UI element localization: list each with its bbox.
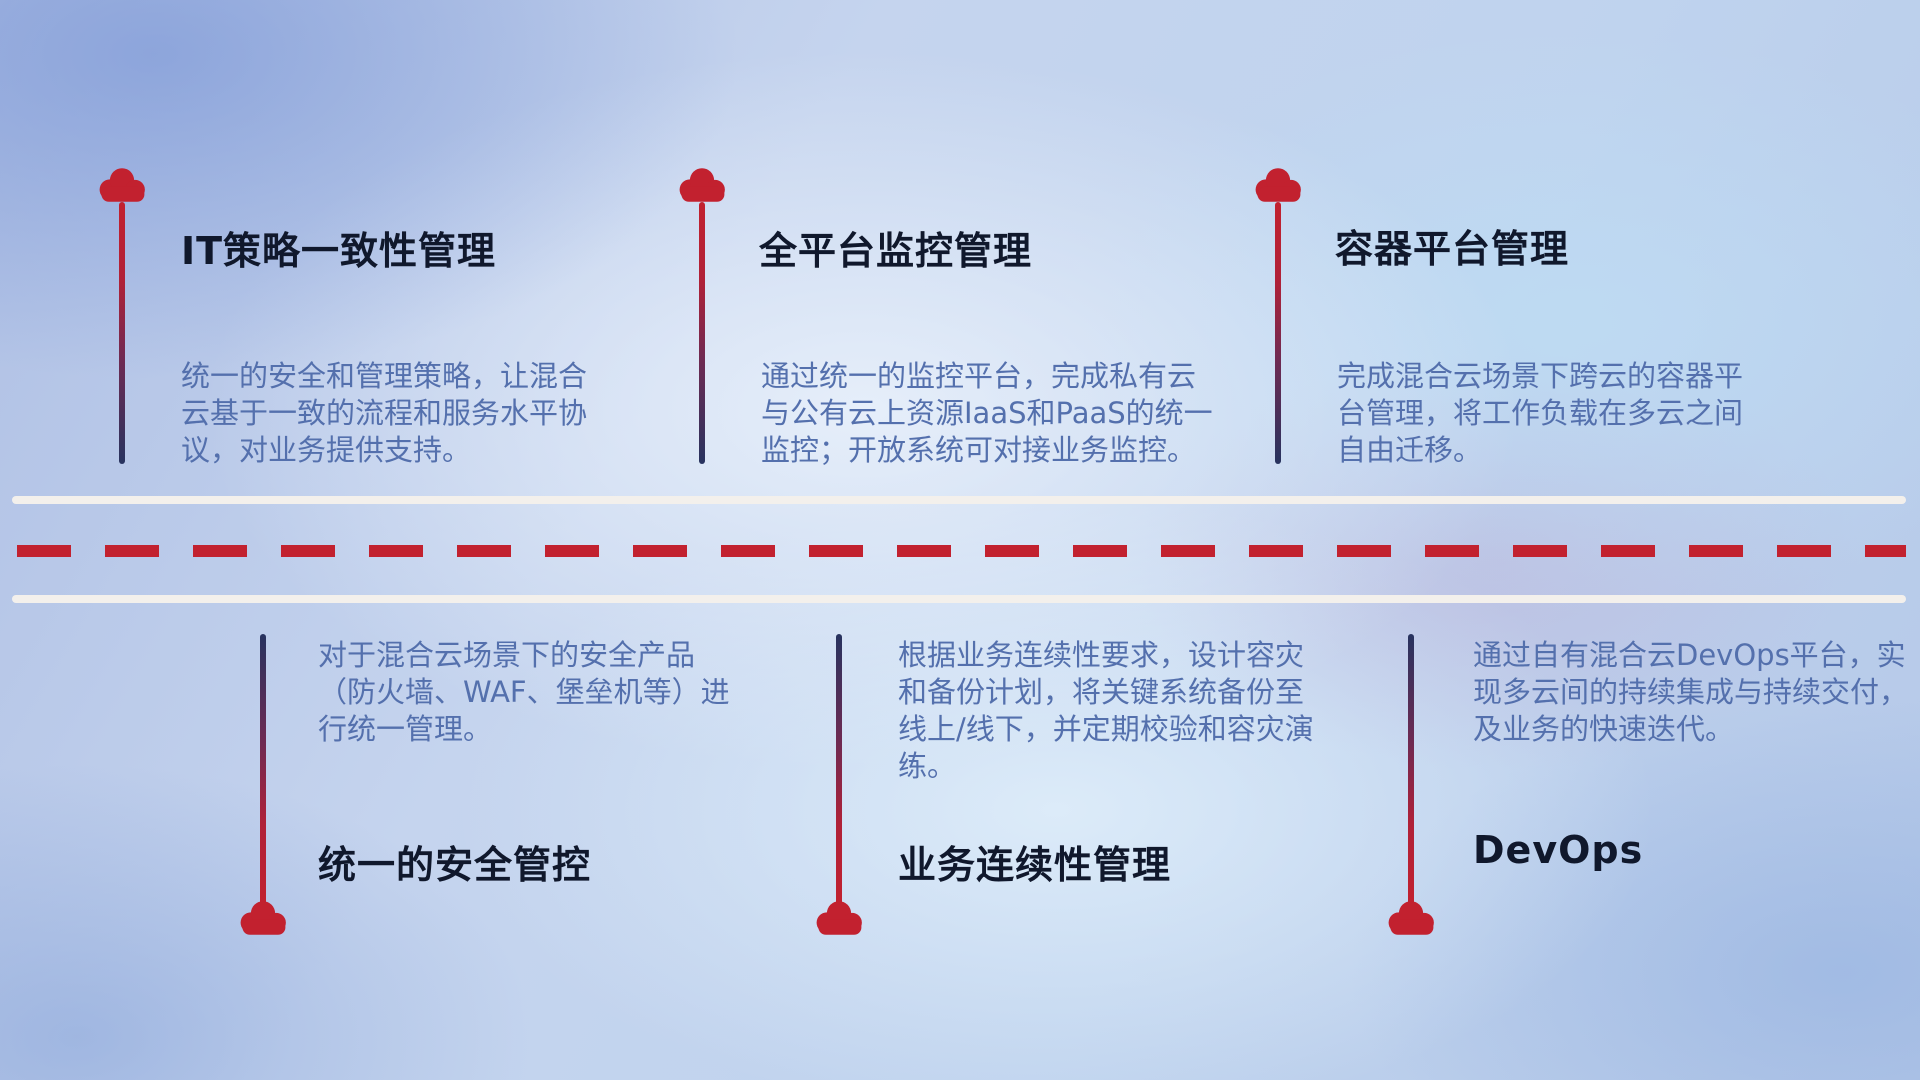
- feature-desc: 对于混合云场景下的安全产品（防火墙、WAF、堡垒机等）进行统一管理。: [318, 638, 730, 746]
- cloud-icon: [235, 898, 291, 938]
- connector-line: [699, 202, 705, 464]
- cloud-icon: [1383, 898, 1439, 938]
- cloud-icon: [674, 165, 730, 205]
- feature-desc: 根据业务连续性要求，设计容灾和备份计划，将关键系统备份至线上/线下，并定期校验和…: [898, 638, 1314, 783]
- connector-line: [119, 202, 125, 464]
- feature-title: DevOps: [1473, 828, 1644, 872]
- connector-line: [260, 634, 266, 906]
- feature-desc: 通过自有混合云DevOps平台，实现多云间的持续集成与持续交付，及业务的快速迭代…: [1473, 638, 1909, 746]
- feature-desc: 统一的安全和管理策略，让混合云基于一致的流程和服务水平协议，对业务提供支持。: [181, 359, 588, 467]
- cloud-icon: [94, 165, 150, 205]
- cloud-icon: [1250, 165, 1306, 205]
- road-dashed-center-line: [17, 545, 1906, 557]
- feature-title: 统一的安全管控: [318, 843, 592, 887]
- feature-title: 容器平台管理: [1335, 227, 1570, 271]
- feature-desc: 通过统一的监控平台，完成私有云与公有云上资源IaaS和PaaS的统一监控；开放系…: [761, 359, 1213, 467]
- cloud-icon: [811, 898, 867, 938]
- feature-title: 全平台监控管理: [759, 229, 1033, 273]
- connector-line: [1408, 634, 1414, 906]
- feature-title: 业务连续性管理: [898, 843, 1172, 887]
- road-top-line: [12, 496, 1906, 504]
- feature-title: IT策略一致性管理: [181, 229, 497, 273]
- road-bottom-line: [12, 595, 1906, 603]
- connector-line: [836, 634, 842, 906]
- connector-line: [1275, 202, 1281, 464]
- feature-desc: 完成混合云场景下跨云的容器平台管理，将工作负载在多云之间自由迁移。: [1337, 359, 1744, 467]
